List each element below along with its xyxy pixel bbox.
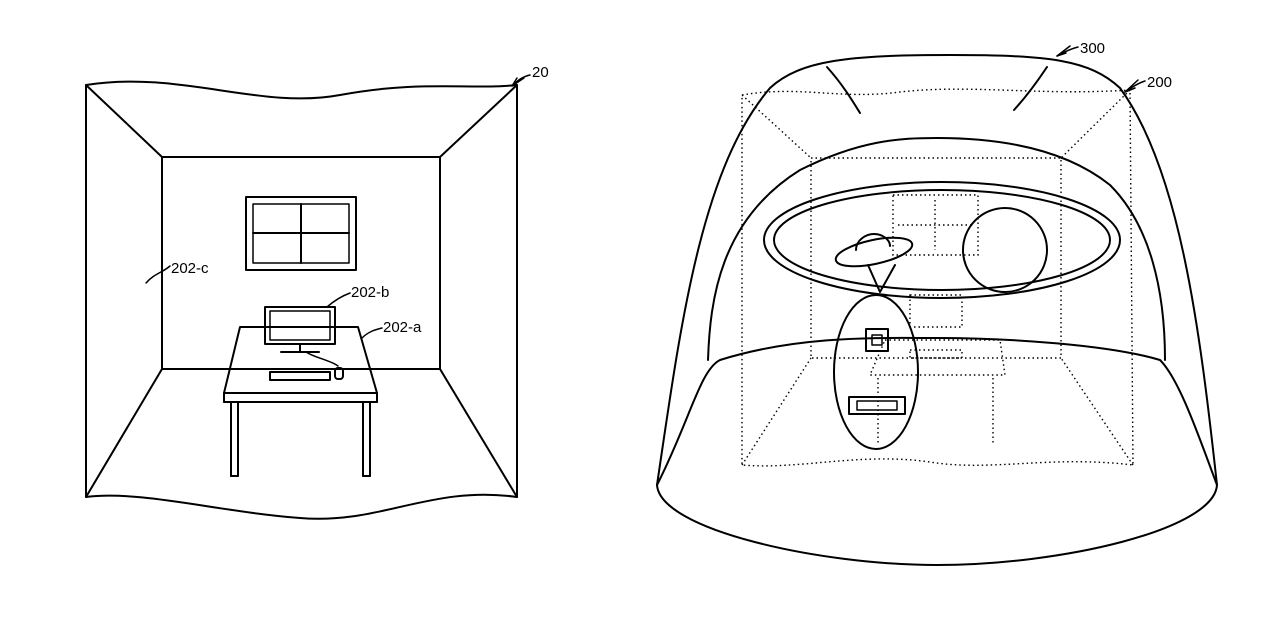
mouse xyxy=(334,367,344,380)
keyboard xyxy=(269,371,331,381)
headset-view: 300 200 xyxy=(656,40,1218,566)
strap-right xyxy=(1013,66,1048,111)
corner-line-tl xyxy=(85,84,163,158)
virtual-room-leader-arrow xyxy=(1124,79,1139,93)
physical-room: 20 202-c 202-b 202-a xyxy=(85,64,549,520)
wall-leader xyxy=(145,265,171,284)
monitor-leader xyxy=(326,292,351,308)
headset-base-back xyxy=(656,336,1218,486)
callout-lines xyxy=(867,264,896,293)
monitor xyxy=(264,306,339,367)
window xyxy=(245,196,357,271)
callout-keyboard-frame xyxy=(848,396,906,415)
room-leader-arrow xyxy=(511,77,525,87)
virtual-saucer xyxy=(834,233,914,268)
callout-inner-square xyxy=(871,334,883,346)
lens-inner xyxy=(773,189,1111,291)
desk-label: 202-a xyxy=(383,319,422,336)
headset-label: 300 xyxy=(1080,40,1105,57)
visor-opening xyxy=(707,137,1166,361)
callout-inner-frame xyxy=(865,328,889,352)
monitor-label: 202-b xyxy=(351,284,389,301)
lens-outer xyxy=(763,181,1121,299)
corner-line-br xyxy=(439,368,518,498)
back-wall xyxy=(161,156,441,370)
wall-label: 202-c xyxy=(171,260,209,277)
callout-keyboard xyxy=(856,400,898,411)
virtual-room xyxy=(741,88,1134,467)
desk-leader xyxy=(361,327,383,339)
room-label: 20 xyxy=(532,64,549,81)
headset-shell xyxy=(656,54,1218,486)
strap-left xyxy=(826,66,861,114)
corner-line-bl xyxy=(85,368,163,498)
corner-line-tr xyxy=(439,84,518,158)
headset-base-front xyxy=(656,484,1218,566)
callout-bubble xyxy=(833,294,919,450)
virtual-sphere xyxy=(962,207,1048,293)
headset-leader-arrow xyxy=(1056,45,1071,57)
desk xyxy=(223,326,378,477)
virtual-room-label: 200 xyxy=(1147,74,1172,91)
